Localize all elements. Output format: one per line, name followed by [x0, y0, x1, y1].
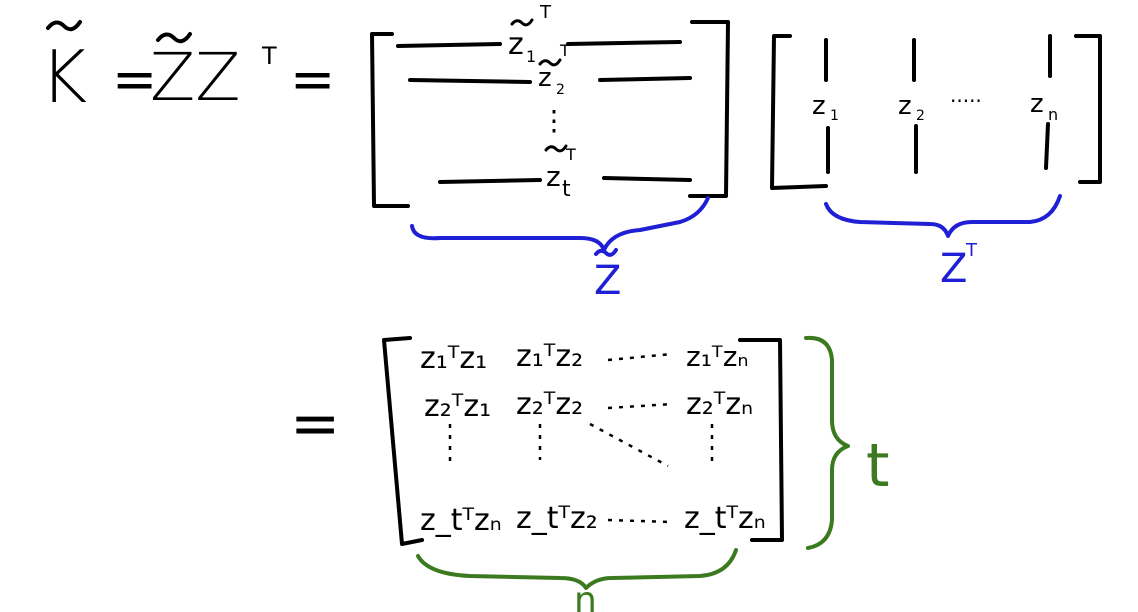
- brace-right-rows: [804, 335, 850, 550]
- matrix-entry: z₁ᵀz₂: [516, 339, 583, 374]
- row-superscript: T: [565, 145, 576, 164]
- tilde-mark: [594, 248, 618, 257]
- matrix-ztilde: [370, 20, 730, 208]
- row-superscript: T: [539, 2, 552, 23]
- matrix-entry: z₁ᵀz₁: [420, 341, 487, 376]
- matrix-entry: z_tᵀzₙ: [684, 501, 766, 536]
- row-line: [438, 178, 542, 184]
- brace-label-t: t: [866, 431, 890, 501]
- row-symbol: z: [546, 160, 561, 193]
- column-subscript: n: [1048, 105, 1058, 124]
- right-bracket: [688, 20, 730, 198]
- tilde-mark: [46, 20, 82, 32]
- left-bracket: [382, 336, 424, 546]
- product-matrix-brackets: [382, 336, 784, 546]
- product-matrix-dots: [448, 352, 714, 524]
- column-subscript: 1: [830, 108, 839, 124]
- brace-under-ztilde: [410, 196, 710, 252]
- column-symbol: z: [1030, 89, 1044, 119]
- vertical-dots: ⋮: [540, 104, 568, 137]
- equation-lhs: [46, 20, 82, 32]
- matrix-zT: [770, 34, 1102, 190]
- row-line: [598, 76, 692, 82]
- equals-sign-3: =: [290, 389, 340, 459]
- brace-label-zT-superscript: T: [965, 240, 978, 261]
- row-symbol: z: [508, 27, 524, 62]
- matrix-entry: z₂ᵀzₙ: [686, 387, 753, 422]
- equals-sign-1: =: [112, 48, 157, 111]
- column-symbol: z: [812, 91, 826, 121]
- brace-under-zT: [824, 194, 1062, 238]
- row-subscript: t: [562, 177, 571, 202]
- hdots-line: [607, 518, 673, 524]
- brace-under-cols: [416, 548, 738, 590]
- row-line: [566, 40, 682, 46]
- left-bracket: [370, 32, 410, 208]
- right-bracket: [738, 338, 784, 542]
- tilde-mark: [156, 32, 192, 44]
- row-line: [602, 176, 692, 182]
- product-matrix-grid: z₁ᵀz₁ z₁ᵀz₂ z₁ᵀzₙ z₂ᵀz₁ z₂ᵀz₂ z₂ᵀzₙ z_tᵀ…: [420, 339, 766, 538]
- left-bracket: [770, 34, 828, 190]
- row-superscript: T: [559, 41, 570, 60]
- tilde-mark: [510, 18, 568, 153]
- horizontal-dots: ·····: [950, 89, 982, 113]
- row-subscript: 2: [556, 82, 565, 98]
- brace-label-ztilde: Z: [594, 258, 621, 304]
- right-bracket: [1074, 34, 1102, 184]
- row-line: [408, 78, 532, 84]
- column-symbol: z: [898, 91, 912, 121]
- hdots-line: [607, 402, 673, 410]
- row-symbol: z: [538, 63, 552, 93]
- column-subscript: 2: [916, 108, 925, 124]
- brace-label-zT: Z: [940, 246, 967, 292]
- k-tilde-symbol: K: [40, 35, 87, 119]
- matrix-entry: z₂ᵀz₂: [516, 387, 583, 422]
- blue-braces: [410, 194, 1062, 257]
- row-line: [396, 42, 502, 48]
- brace-label-n: n: [574, 580, 597, 612]
- matrix-entry: z₂ᵀz₁: [424, 389, 491, 424]
- equals-sign-2: =: [290, 48, 335, 111]
- column-line: [1044, 122, 1050, 170]
- z-tilde-z-product: ZZ: [150, 39, 240, 116]
- matrix-entry: z_tᵀz₂: [516, 501, 598, 536]
- transpose-superscript: T: [261, 42, 277, 70]
- matrix-entry: z_tᵀzₙ: [420, 503, 502, 538]
- matrix-entry: z₁ᵀzₙ: [686, 340, 749, 373]
- ddots-line: [589, 422, 669, 468]
- row-subscript: 1: [526, 47, 536, 66]
- green-braces: [416, 335, 850, 590]
- hdots-line: [607, 352, 673, 362]
